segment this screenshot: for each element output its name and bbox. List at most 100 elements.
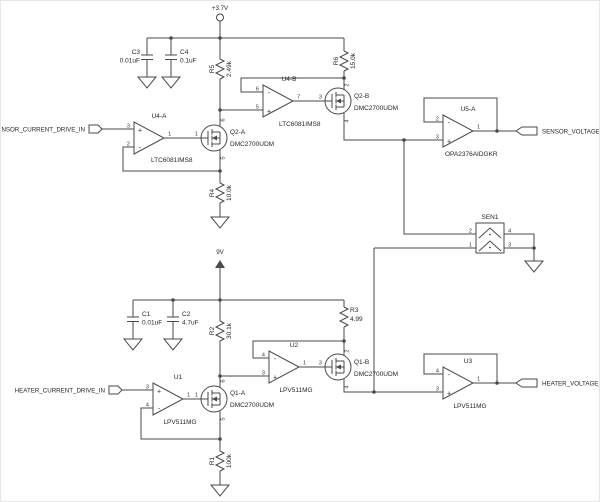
- u4a-pin-plus-label: 3: [127, 124, 130, 130]
- u5a-pin-minus-label: 2: [436, 117, 439, 123]
- minus-sign: -: [158, 406, 161, 413]
- port-heater-current-drive-in: HEATER_CURRENT_DRIVE_IN: [15, 385, 123, 395]
- ground-icon: [523, 260, 545, 273]
- resistor-r3: R3 4.99: [338, 306, 363, 328]
- minus-sign: -: [139, 145, 142, 152]
- plus-sign: +: [273, 375, 277, 382]
- mosfet-q1b: 3 2 4 Q1-B DMC2700UDM: [319, 349, 398, 388]
- q1b-pin-drain-label: 2: [345, 349, 351, 352]
- opamp-u4b: U4-B LTC6081IMS8 6 5 7 - +: [256, 76, 321, 128]
- ground-icon: [162, 338, 184, 351]
- q2b-pin-drain-label: 2: [345, 83, 351, 86]
- q1a-pin-gate-label: 1: [195, 393, 198, 399]
- port-sensor-in-label: SENSOR_CURRENT_DRIVE_IN: [1, 127, 85, 134]
- power-9v-symbol: 9V: [215, 249, 225, 268]
- u2-pin-plus-label: 3: [262, 371, 265, 377]
- u1-part-label: LPV511MG: [163, 419, 196, 426]
- opamp-triangle-icon: [442, 366, 475, 400]
- u4b-pin-minus-label: 6: [256, 87, 259, 93]
- plus-sign: +: [157, 389, 161, 396]
- q2a-pin-gate-label: 1: [195, 132, 198, 138]
- capacitor-icon: [127, 316, 139, 322]
- power-circle-icon: [216, 13, 224, 22]
- opamp-triangle-icon: [152, 382, 185, 416]
- resistor-r6: R6 15.0k: [333, 50, 357, 72]
- heater-rail-label: 9V: [216, 249, 224, 256]
- opamp-u3: U3 LPV511MG 4 3 1 - +: [436, 358, 487, 410]
- u4b-part-label: LTC6081IMS8: [279, 121, 321, 128]
- q2a-part-label: DMC2700UDM: [230, 141, 274, 148]
- capacitor-c2: C2 4.7uF: [167, 311, 199, 327]
- mosfet-arrow-icon: [336, 98, 341, 104]
- mosfet-arrow-icon: [336, 364, 341, 370]
- resistor-icon: [338, 306, 350, 328]
- r1-ref-label: R1: [209, 456, 216, 465]
- capacitor-icon: [141, 54, 153, 60]
- port-sensor-voltage-out: SENSOR_VOLTAGE_OUT: [515, 126, 599, 136]
- q1b-ref-label: Q1-B: [354, 359, 369, 366]
- r3-value-label: 4.99: [350, 316, 363, 323]
- u5a-pin-plus-label: 3: [436, 135, 439, 141]
- resistor-r2: R2 30.1k: [209, 320, 233, 342]
- capacitor-icon: [165, 54, 177, 60]
- u4a-pin-minus-label: 2: [127, 142, 130, 148]
- ground-icon: [160, 76, 182, 89]
- sensor-sen1: SEN1 2 1 4 3: [469, 214, 512, 254]
- opamp-triangle-icon: [442, 114, 475, 148]
- c3-ref-label: C3: [132, 49, 141, 56]
- ground-icon: [209, 216, 231, 229]
- q1a-pin-source-label: 5: [221, 417, 227, 420]
- mosfet-arrow-icon: [212, 396, 217, 402]
- capacitor-c1: C1 0.01uF: [127, 311, 162, 327]
- port-heater-out-label: HEATER_VOLTAGE_OUT: [542, 381, 600, 388]
- plus-sign: +: [267, 109, 271, 116]
- opamp-u4a: U4-A LTC6081IMS8 3 2 1 + -: [127, 113, 193, 164]
- mosfet-q2a: 1 6 5 Q2-A DMC2700UDM: [195, 118, 274, 159]
- mosfet-q1a: 1 6 5 Q1-A DMC2700UDM: [195, 379, 274, 420]
- sensor-rail-label: +3.7V: [212, 5, 229, 12]
- capacitor-icon: [167, 316, 179, 322]
- port-sensor-current-drive-in: SENSOR_CURRENT_DRIVE_IN: [1, 124, 103, 134]
- opamp-triangle-icon: [133, 121, 166, 155]
- plus-sign: +: [138, 128, 142, 135]
- minus-sign: -: [274, 356, 277, 363]
- u4a-pin-out-label: 1: [168, 132, 171, 138]
- minus-sign: -: [448, 372, 451, 379]
- opamp-u1: U1 LPV511MG 3 4 1 + -: [146, 374, 197, 426]
- power-3v7-symbol: +3.7V: [212, 5, 229, 22]
- ground-icon: [122, 338, 144, 351]
- mosfet-q2b: 3 2 4 Q2-B DMC2700UDM: [319, 83, 398, 122]
- minus-sign: -: [448, 120, 451, 127]
- r2-value-label: 30.1k: [226, 322, 233, 339]
- u5a-pin-out-label: 1: [477, 125, 480, 131]
- resistor-icon: [214, 320, 226, 342]
- u2-ref-label: U2: [290, 342, 299, 349]
- q2b-ref-label: Q2-B: [354, 93, 369, 100]
- sensor-element-icon: [478, 227, 502, 239]
- u2-pin-minus-label: 4: [262, 353, 266, 359]
- ground-icon: [136, 76, 158, 89]
- u3-pin-plus-label: 3: [436, 387, 439, 393]
- u2-part-label: LPV511MG: [279, 387, 312, 394]
- input-port-icon: [88, 124, 103, 134]
- q1b-pin-gate-label: 3: [319, 361, 322, 367]
- mosfet-arrow-icon: [212, 135, 217, 141]
- u4a-ref-label: U4-A: [152, 113, 167, 120]
- resistor-r1: R1 100k: [209, 450, 233, 472]
- ground-symbols: [122, 76, 545, 497]
- output-port-icon: [515, 378, 538, 388]
- power-flag-icon: [215, 260, 225, 268]
- resistor-r5: R5 2.49k: [209, 58, 233, 80]
- u5a-part-label: OPA2376AIDGKR: [445, 151, 498, 158]
- r3-ref-label: R3: [350, 307, 359, 314]
- opamp-u2: U2 LPV511MG 4 3 1 - +: [262, 342, 313, 394]
- u2-pin-out-label: 1: [303, 361, 306, 367]
- opamp-triangle-icon: [262, 84, 295, 118]
- sen1-ref-label: SEN1: [482, 214, 499, 221]
- sen1-pin2-label: 2: [469, 229, 472, 235]
- q2a-pin-drain-label: 6: [221, 118, 227, 121]
- resistor-icon: [338, 50, 350, 72]
- opamp-triangle-icon: [268, 350, 301, 384]
